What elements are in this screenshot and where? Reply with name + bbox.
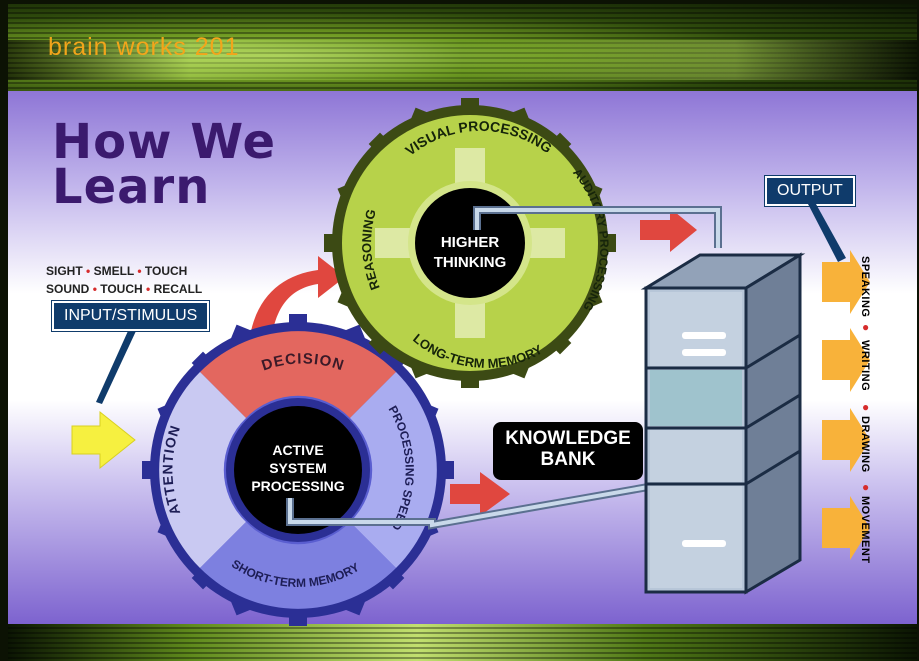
lower-gear-center-line-3: PROCESSING <box>251 478 344 494</box>
bullet-dot: • <box>146 282 154 296</box>
senses-row-1: SIGHT • SMELL • TOUCH <box>46 262 202 280</box>
lower-gear-left-label: ATTENTION <box>159 423 183 518</box>
cabinet-divider <box>745 449 801 486</box>
sense-item: TOUCH <box>144 264 188 278</box>
upper-gear: VISUAL PROCESSING REASONING AUDITORY PRO… <box>324 98 616 388</box>
drawer-handle <box>682 349 726 356</box>
lower-connector-pipe-inner <box>288 478 689 528</box>
output-arrow-movement <box>822 496 870 560</box>
title-line-1: How We <box>52 114 276 170</box>
bullet-dot: • <box>86 264 94 278</box>
output-bullet-dot: ● <box>862 480 870 494</box>
input-arrow <box>71 410 136 470</box>
output-item-writing: WRITING <box>859 340 871 392</box>
knowledge-bank-cabinet <box>640 252 806 595</box>
cabinet-divider <box>745 393 801 430</box>
output-bullet-dot: ● <box>862 320 870 334</box>
output-item-movement: MOVEMENT <box>859 496 871 564</box>
page-title: How We Learn <box>52 114 276 215</box>
upper-connector-pipe-inner <box>475 208 720 248</box>
bottom-decorative-band <box>8 624 917 661</box>
top-band-glow <box>8 40 917 80</box>
cabinet-drawer-2 <box>650 370 742 426</box>
drawer-handle <box>682 332 726 339</box>
output-bullet-dot: ● <box>862 400 870 414</box>
input-stimulus-label: INPUT/STIMULUS <box>52 301 210 331</box>
output-arrow-drawing <box>822 408 870 472</box>
input-label-pointer <box>96 331 136 404</box>
sense-item: RECALL <box>153 282 203 296</box>
lower-gear-center-line-1: ACTIVE <box>272 442 323 458</box>
output-label-pointer <box>808 204 846 262</box>
output-arrow-writing <box>822 328 870 392</box>
lower-gear-center-line-2: SYSTEM <box>269 460 327 476</box>
bullet-dot: • <box>137 264 145 278</box>
cabinet-divider <box>745 333 801 370</box>
knowledge-bank-label: KNOWLEDGE BANK <box>493 422 643 480</box>
output-arrow-speaking <box>822 250 870 314</box>
upper-gear-center-line-2: THINKING <box>434 254 507 271</box>
lower-red-arrow <box>450 472 510 516</box>
output-item-speaking: SPEAKING <box>859 256 871 318</box>
input-senses: SIGHT • SMELL • TOUCH SOUND • TOUCH • RE… <box>46 262 202 298</box>
bullet-dot: • <box>92 282 101 296</box>
lower-gear: DECISION ATTENTION PROCESSING SPEED SHOR… <box>142 314 454 626</box>
sense-item: SOUND <box>46 282 90 296</box>
knowledge-bank-line-1: KNOWLEDGE <box>505 428 631 449</box>
drawer-handle <box>682 540 726 547</box>
cabinet-drawer-4 <box>650 486 742 588</box>
sense-item: SMELL <box>93 264 135 278</box>
knowledge-bank-line-2: BANK <box>540 449 596 470</box>
lower-gear-hub <box>234 406 362 534</box>
sense-item: SIGHT <box>46 264 83 278</box>
lower-gear-attention-segment <box>159 372 246 568</box>
upper-gear-center-line-1: HIGHER <box>441 234 500 251</box>
sense-item: TOUCH <box>100 282 143 296</box>
upper-red-arrow <box>640 208 697 252</box>
lower-gear-memory-segment <box>200 522 396 609</box>
brand-text: brain works 201 <box>48 33 240 61</box>
output-item-drawing: DRAWING <box>859 416 871 473</box>
senses-row-2: SOUND • TOUCH • RECALL <box>46 280 202 298</box>
cabinet-drawer-3 <box>650 430 742 482</box>
upper-gear-hub <box>415 188 525 298</box>
lower-gear-decision-segment <box>200 331 396 418</box>
title-line-2: Learn <box>52 159 211 215</box>
